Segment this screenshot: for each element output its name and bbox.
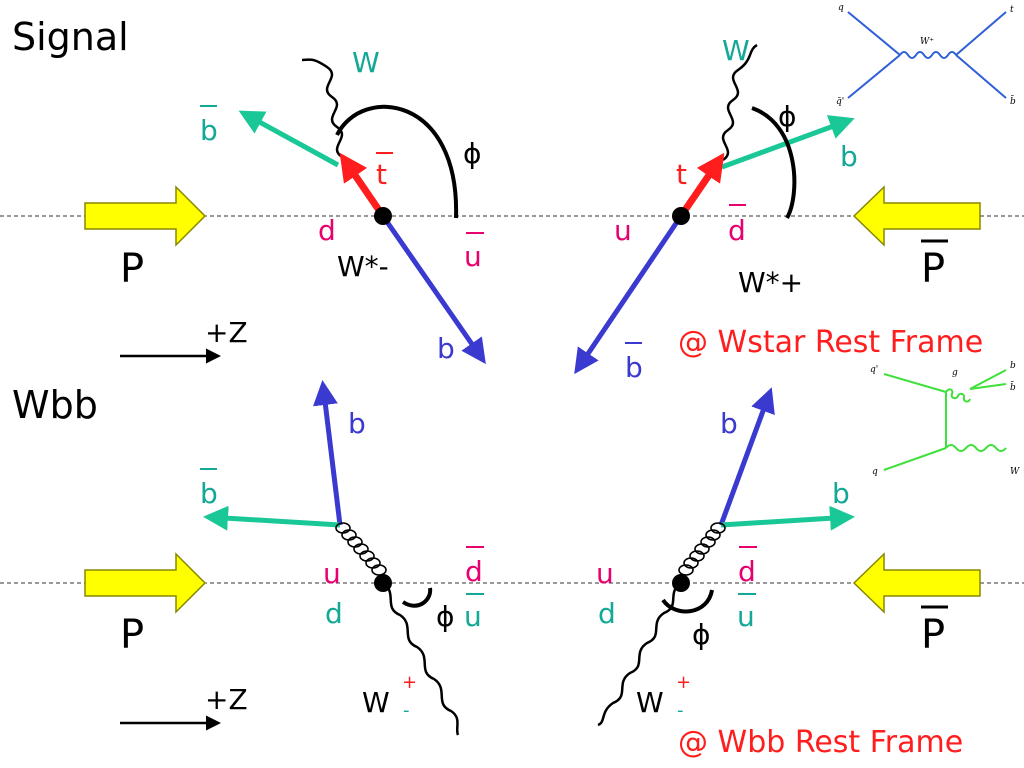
w-label-signal-right: W (722, 34, 750, 67)
vertex-wbb-right (672, 574, 690, 592)
feyn-wbb-g: g (952, 368, 958, 378)
section-title-signal: Signal (12, 15, 129, 59)
z-axis-label-top: +Z (205, 316, 248, 349)
ubar-label-wbb-left: u (464, 600, 482, 633)
w-boson-wavy-wbb-right (597, 581, 682, 727)
w-label-signal-left: W (352, 46, 380, 79)
b-right-label-wbb-right: b (832, 477, 850, 510)
gluon-coil-wbb-right (678, 522, 726, 576)
bbar-label-signal-left: b (200, 114, 218, 147)
vertex-wbb-left (374, 574, 392, 592)
section-title-wbb: Wbb (12, 383, 98, 427)
dbar-label-signal-right: d (728, 214, 746, 247)
tbar-label-signal-left: t (376, 158, 387, 191)
b-label-wbb-right: b (720, 407, 738, 440)
bbar-arrow-wbb-left (203, 505, 341, 531)
phi-arc-wbb-right (661, 589, 714, 614)
phi-label-wbb-right: ϕ (692, 618, 710, 651)
b-label-signal-left: b (437, 332, 455, 365)
wstar-label-signal-left: W*- (337, 250, 389, 283)
bbar-arrow-signal-left (238, 110, 340, 168)
b-right-arrow-wbb-right (720, 505, 855, 531)
feyn-signal-bbar: b̄ (1010, 95, 1016, 107)
w-sup-wbb-left: + (402, 672, 417, 693)
b-label-wbb-left: b (348, 407, 366, 440)
u-label-wbb-left: u (323, 557, 341, 590)
phi-label-signal-right: ϕ (778, 100, 796, 133)
w-boson-wavy-signal-left (301, 58, 344, 159)
t-arrow-signal-right (678, 152, 725, 218)
d-label-signal-left: d (318, 214, 336, 247)
proton-beam-arrow-bottom (84, 552, 207, 614)
feyn-signal-t: t (1010, 5, 1014, 15)
d-label-wbb-left: d (325, 597, 343, 630)
ubar-label-wbb-right: u (737, 600, 755, 633)
antiproton-label-top: P (921, 246, 945, 292)
antiproton-beam-arrow-bottom (852, 552, 981, 614)
phi-arc-signal-right (751, 106, 797, 219)
w-boson-wavy-wbb-left (382, 581, 460, 736)
feyn-signal-w: W⁺ (920, 37, 934, 47)
proton-label-top: P (120, 246, 144, 292)
proton-label-bottom: P (120, 612, 144, 658)
w-sub-wbb-left: - (403, 700, 410, 721)
phi-arc-signal-left (335, 104, 459, 219)
w-boson-wavy-signal-right (721, 43, 758, 162)
w-sup-wbb-right: + (676, 672, 691, 693)
feynman-diagram-wbb (883, 369, 1007, 471)
ubar-label-signal-left: u (464, 240, 482, 273)
u-label-signal-right: u (614, 214, 632, 247)
bbar-arrow-signal-right (574, 214, 684, 375)
w-label-wbb-right: W (636, 686, 664, 719)
phi-label-wbb-left: ϕ (436, 600, 454, 633)
feyn-wbb-b: b (1010, 361, 1016, 371)
t-label-signal-right: t (676, 158, 687, 191)
antiproton-beam-arrow-top (852, 185, 981, 247)
tbar-arrow-signal-left (339, 152, 386, 218)
u-label-wbb-right: u (596, 557, 614, 590)
b-label-signal-right: b (840, 140, 858, 173)
vertex-signal-left (374, 207, 392, 225)
bbar-label-signal-right: b (625, 351, 643, 384)
w-label-wbb-left: W (362, 686, 390, 719)
feyn-wbb-q: q (872, 467, 878, 477)
feyn-signal-q: q (838, 3, 844, 13)
dbar-label-wbb-left: d (465, 555, 483, 588)
feynman-diagram-signal (847, 11, 1007, 99)
z-axis-label-bottom: +Z (205, 683, 248, 716)
signal-frame-label: @ Wstar Rest Frame (678, 325, 983, 360)
feyn-wbb-qprime: q' (870, 365, 878, 375)
phi-arc-wbb-left (401, 587, 433, 608)
wstar-label-signal-right: W*+ (738, 266, 803, 299)
proton-beam-arrow-top (84, 185, 207, 247)
vertex-signal-right (672, 207, 690, 225)
phi-label-signal-left: ϕ (463, 137, 481, 170)
gluon-coil-wbb-left (335, 522, 387, 576)
wbb-frame-label: @ Wbb Rest Frame (678, 725, 963, 760)
d-label-wbb-right: d (598, 597, 616, 630)
feyn-signal-qbar: q̄' (836, 97, 844, 107)
feyn-wbb-bbar: b̄ (1010, 381, 1016, 393)
dbar-label-wbb-right: d (738, 555, 756, 588)
feyn-wbb-w: W (1010, 467, 1020, 477)
b-arrow-signal-left (380, 214, 486, 365)
b-arrow-wbb-left (313, 380, 343, 526)
b-arrow-wbb-right (718, 387, 775, 526)
w-sub-wbb-right: - (677, 700, 684, 721)
antiproton-label-bottom: P (921, 612, 945, 658)
bbar-label-wbb-left: b (200, 477, 218, 510)
